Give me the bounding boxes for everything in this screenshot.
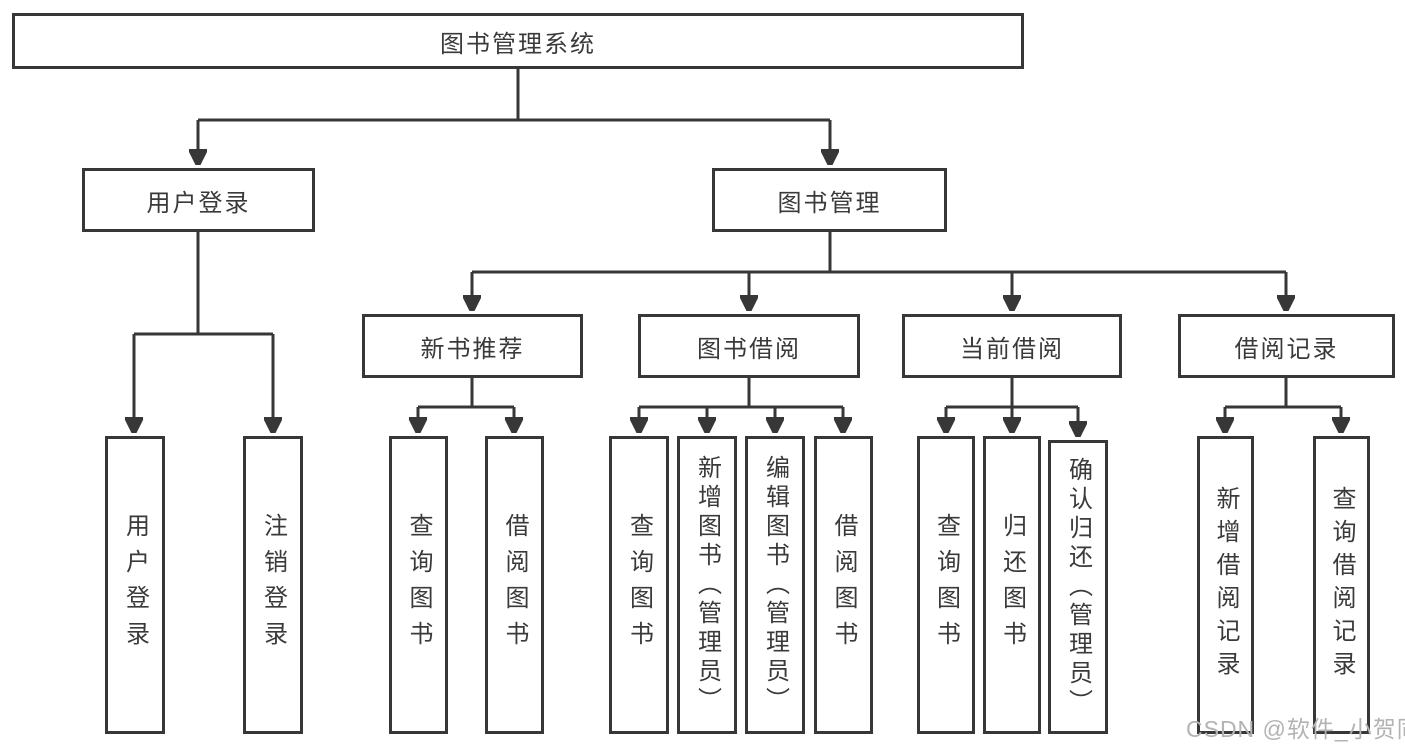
leaf-query-borrow-record: 查询借阅记录 bbox=[1313, 436, 1370, 734]
leaf-query-books-recommend: 查询图书 bbox=[389, 436, 448, 734]
leaf-query-books-current: 查询图书 bbox=[917, 436, 975, 734]
node-user-login: 用户登录 bbox=[82, 168, 315, 232]
leaf-borrow-books: 借阅图书 bbox=[814, 436, 873, 734]
leaf-borrow-books-recommend: 借阅图书 bbox=[485, 436, 544, 734]
node-book-management: 图书管理 bbox=[712, 168, 947, 232]
leaf-add-borrow-record: 新增借阅记录 bbox=[1197, 436, 1254, 734]
leaf-user-login: 用户登录 bbox=[105, 436, 165, 734]
node-system-root: 图书管理系统 bbox=[12, 13, 1024, 69]
leaf-query-books-borrowing: 查询图书 bbox=[609, 436, 669, 734]
leaf-add-book-admin: 新增图书（管理员） bbox=[677, 436, 737, 734]
node-current-borrowing: 当前借阅 bbox=[902, 314, 1122, 378]
leaf-logout: 注销登录 bbox=[243, 436, 303, 734]
node-borrow-records: 借阅记录 bbox=[1178, 314, 1395, 378]
leaf-confirm-return-admin: 确认归还（管理员） bbox=[1048, 440, 1108, 734]
leaf-edit-book-admin: 编辑图书（管理员） bbox=[745, 436, 805, 734]
csdn-watermark: CSDN @软件_小贺同学 bbox=[1186, 716, 1405, 742]
leaf-return-books: 归还图书 bbox=[983, 436, 1041, 734]
node-book-borrowing: 图书借阅 bbox=[638, 314, 860, 378]
node-new-book-recommend: 新书推荐 bbox=[362, 314, 583, 378]
